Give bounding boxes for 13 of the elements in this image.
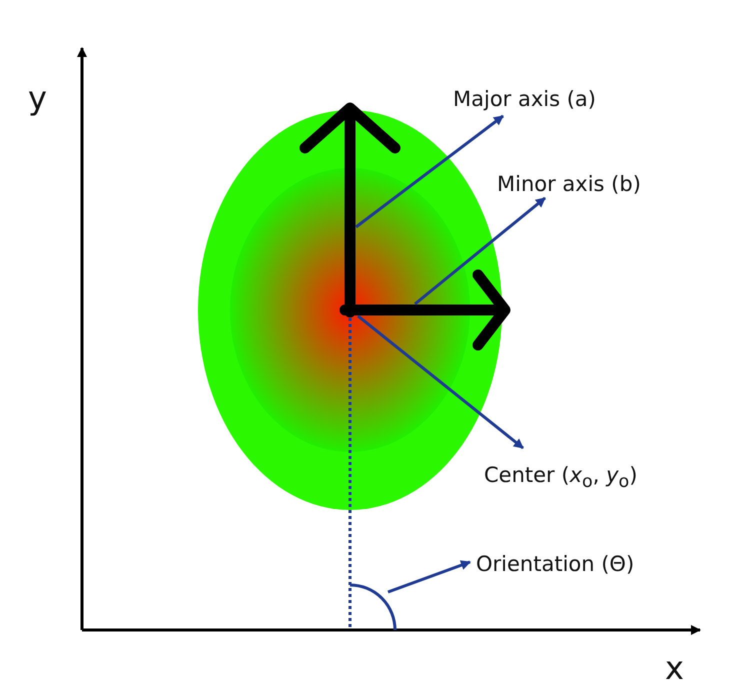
callout-label: Center (x$_{o}$, y$_{o}$) bbox=[484, 462, 638, 496]
minor-axis-arrow bbox=[340, 270, 510, 350]
leader-line bbox=[357, 314, 524, 450]
leader-line bbox=[387, 560, 471, 594]
leader-line bbox=[355, 114, 504, 228]
callout-label: Major axis (a) bbox=[453, 86, 596, 112]
leader-line bbox=[414, 196, 546, 306]
major-axis-arrow bbox=[300, 102, 400, 318]
angle-arc bbox=[350, 584, 396, 630]
axis-label: x bbox=[665, 650, 684, 686]
callout-label: Orientation (Θ) bbox=[476, 551, 634, 577]
callout-label: Minor axis (b) bbox=[497, 171, 641, 197]
axis-label: y bbox=[28, 80, 47, 116]
